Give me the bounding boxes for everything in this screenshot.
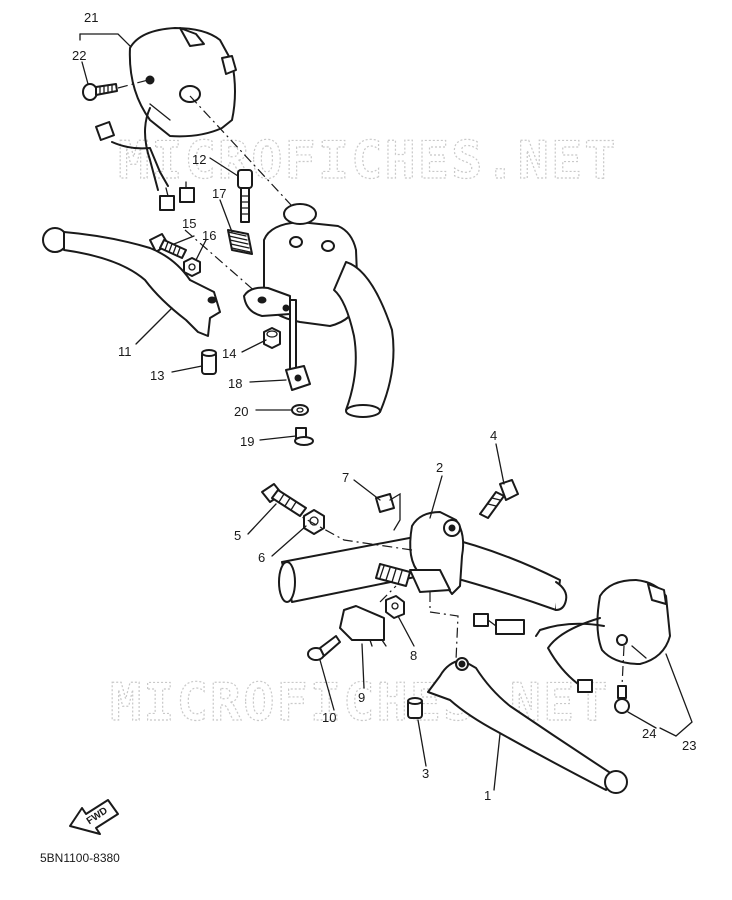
brake-switch-9[interactable] [339,605,387,647]
callout-3: 3 [422,766,429,781]
lever-holder-lower-2[interactable] [409,511,465,595]
alignment-line-lower-2 [429,592,459,661]
callout-23: 23 [682,738,696,753]
leader-lines-upper [79,33,297,441]
callout-5: 5 [234,528,241,543]
bolt-12[interactable] [237,169,253,223]
callouts: 1 2 3 4 5 6 7 8 9 10 11 12 13 14 15 16 1… [72,10,696,803]
forward-direction-arrow: FWD [69,799,119,835]
collar-13[interactable] [201,349,217,375]
brake-lever-1[interactable] [427,657,628,794]
callout-11: 11 [118,344,132,359]
alignment-line-upper-1 [189,95,293,207]
callout-14: 14 [222,346,236,361]
callout-20: 20 [234,404,248,419]
bolt-4[interactable] [479,479,519,519]
collar-3[interactable] [407,697,423,719]
right-handlebar-switch[interactable] [473,579,671,693]
callout-17: 17 [212,186,226,201]
screw-22[interactable] [82,83,118,101]
switch-18[interactable] [285,299,311,391]
handlebar-upper [333,261,395,413]
alignment-line-upper-2 [117,79,149,89]
alignment-line-lower-4 [621,645,625,687]
alignment-line-upper-3 [184,229,266,301]
callout-4: 4 [490,428,497,443]
callout-6: 6 [258,550,265,565]
handlebar-lower [278,535,568,611]
bolt-5[interactable] [261,483,307,517]
watermark-top: MICROFICHES.NET [118,131,618,191]
alignment-line-lower-3 [299,515,413,551]
callout-15: 15 [182,216,196,231]
leader-lines-lower [247,443,693,791]
screw-19[interactable] [294,427,314,446]
nut-6[interactable] [303,509,325,535]
alignment-line-lower-1 [379,585,397,603]
washer-20[interactable] [291,404,309,416]
callout-2: 2 [436,460,443,475]
clutch-lever-11[interactable] [42,227,221,337]
spring-17[interactable] [227,229,253,255]
callout-18: 18 [228,376,242,391]
nut-8[interactable] [385,595,405,619]
nut-14[interactable] [263,327,281,349]
callout-22: 22 [72,48,86,63]
callout-1: 1 [484,788,491,803]
callout-19: 19 [240,434,254,449]
screw-10[interactable] [307,635,341,661]
callout-12: 12 [192,152,206,167]
bolt-15[interactable] [149,233,187,259]
callout-16: 16 [202,228,216,243]
callout-13: 13 [150,368,164,383]
callout-10: 10 [322,710,336,725]
diagram-code: 5BN1100-8380 [40,851,120,865]
callout-7: 7 [342,470,349,485]
lever-holder-upper[interactable] [243,203,359,327]
callout-9: 9 [358,690,365,705]
clamp-spring[interactable] [375,563,411,587]
callout-8: 8 [410,648,417,663]
callout-21: 21 [84,10,98,25]
screw-24[interactable] [614,685,630,714]
callout-24: 24 [642,726,656,741]
screw-7[interactable] [375,492,401,531]
nut-16[interactable] [183,257,201,277]
left-handlebar-switch[interactable] [95,27,237,211]
